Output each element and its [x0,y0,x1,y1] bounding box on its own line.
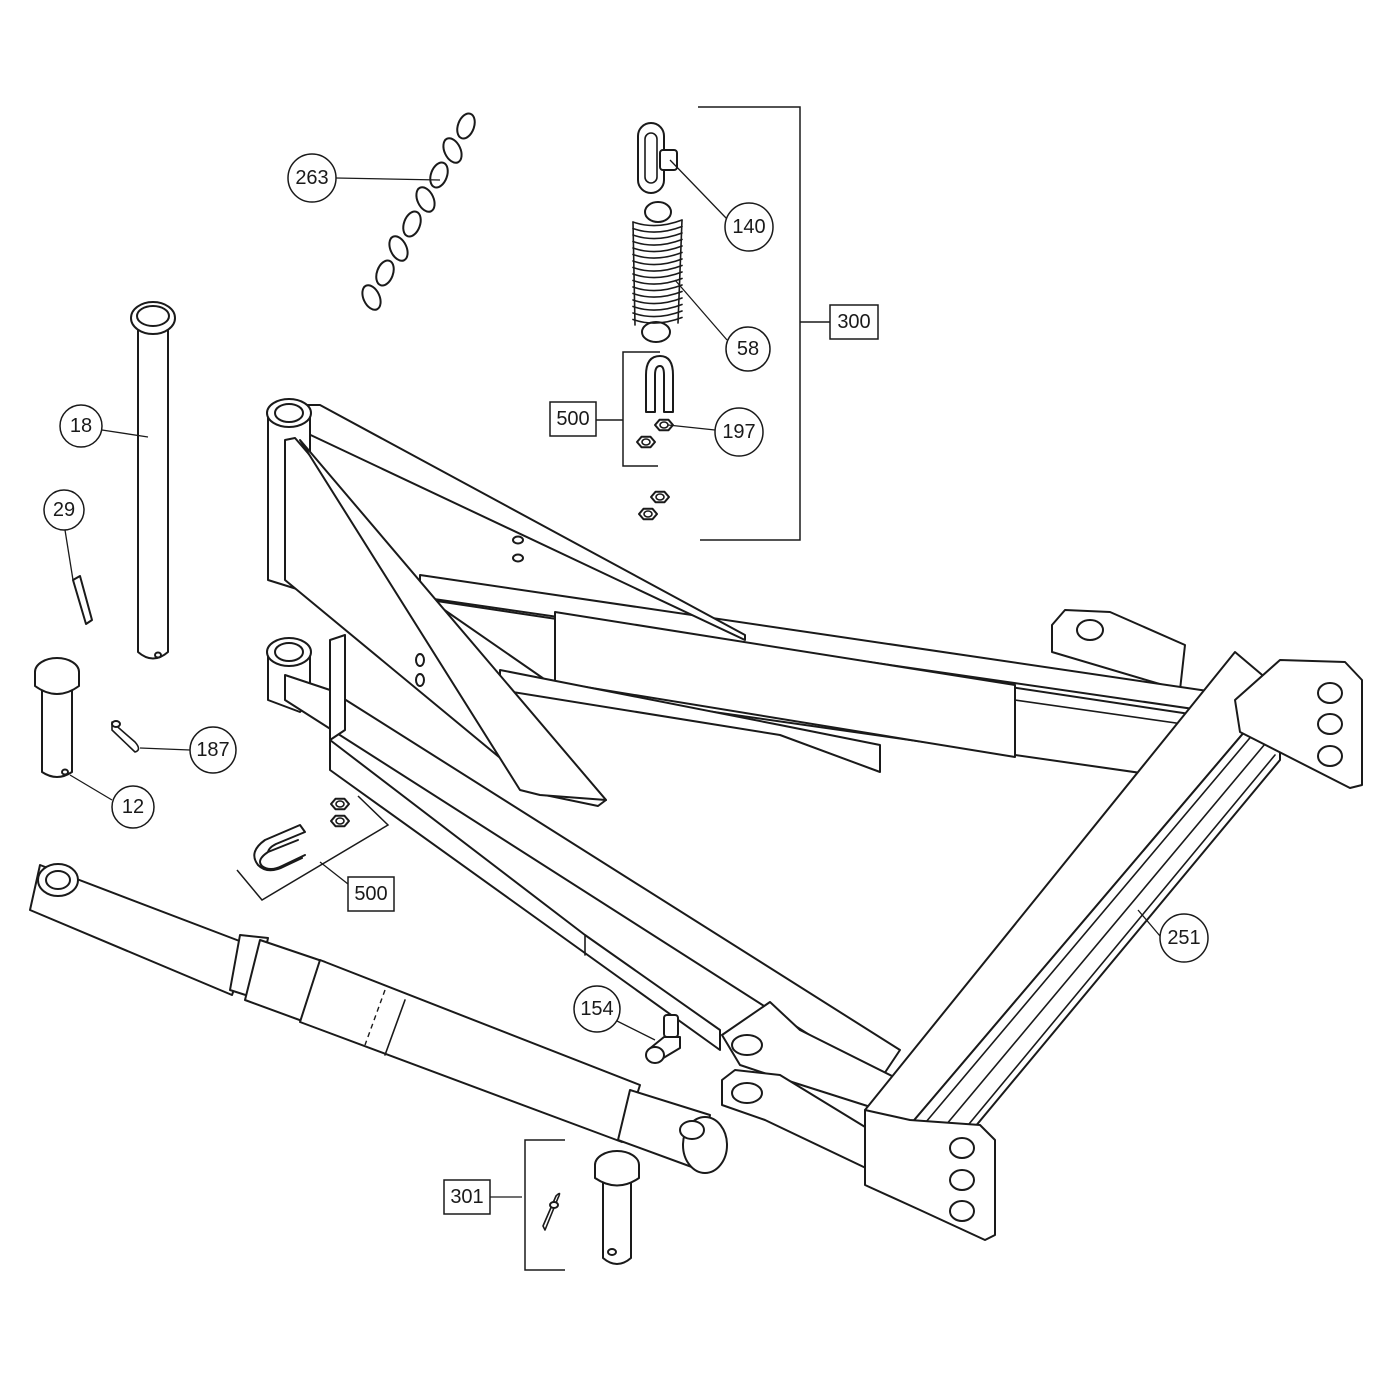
chain-link [361,284,382,311]
hydraulic-cylinder [29,863,728,1174]
spring-coil [632,219,683,227]
roll-pin-part-29 [72,575,93,625]
callout-263: 263 [287,153,337,203]
callout-251: 251 [1159,913,1209,963]
callout-140-label: 140 [732,216,765,238]
spring-coil [632,316,683,324]
callout-300: 300 [829,304,879,340]
grease-fitting-part-154 [645,1014,681,1064]
chain-link [388,235,409,262]
extension-spring-part-58 [632,201,683,343]
leader-lines [64,159,1161,1198]
bracket-500-middle [236,795,390,901]
chain-link [456,112,476,140]
chain-link [375,259,395,287]
spring-coil [632,232,683,240]
callout-500-middle: 500 [347,876,395,912]
callout-300-label: 300 [837,311,870,333]
spring-coil [632,310,683,318]
callout-263-label: 263 [295,167,328,189]
callout-301: 301 [443,1179,491,1215]
u-bolt-part-500-top [645,355,674,413]
spring-coil [632,258,683,266]
callout-154-label: 154 [580,998,613,1020]
chain-link [429,161,449,189]
chain-link [402,210,422,238]
quick-link-part-140 [637,122,678,194]
callout-58-label: 58 [737,338,759,360]
hex-nut [330,814,350,828]
chain-link [415,186,436,213]
hex-nut [638,507,658,521]
bracket-301 [524,1139,565,1271]
hex-nut [654,418,674,432]
callout-500-middle-label: 500 [354,883,387,905]
callout-154: 154 [573,985,621,1033]
hex-nuts-part-197 [330,418,674,828]
chain-part-263 [361,112,476,311]
callout-29: 29 [43,489,85,531]
callout-251-label: 251 [1167,927,1200,949]
hex-nut-hole [655,493,665,501]
callout-197: 197 [714,407,764,457]
spring-coil [632,277,683,285]
callout-58: 58 [725,326,771,372]
callout-18-label: 18 [70,415,92,437]
spring-coil [632,303,683,311]
spring-coil [632,238,683,246]
short-pin-part-12 [34,657,80,778]
callout-500-top: 500 [549,401,597,437]
hex-nut [636,435,656,449]
spring-body [632,219,683,326]
chain-link [442,137,463,164]
a-frame-part-251 [266,398,1363,1241]
spring-coil [632,264,683,272]
spring-coil [632,245,683,253]
callout-187-label: 187 [196,739,229,761]
spring-coil [632,271,683,279]
callout-187: 187 [189,726,237,774]
callout-140: 140 [724,202,774,252]
u-bolt-part-500-middle [253,824,306,872]
cotter-pin-part-187 [111,720,140,753]
pin-and-clip-part-301 [542,1150,640,1265]
hex-nut-hole [335,800,345,808]
spring-coil [632,290,683,298]
long-pin-part-18 [130,301,176,660]
spring-coil [632,225,683,233]
spring-coil [632,297,683,305]
bracket-300 [698,106,830,541]
callout-12-label: 12 [122,796,144,818]
hex-nut-hole [335,817,345,825]
callout-301-label: 301 [450,1186,483,1208]
spring-coil [632,251,683,259]
callout-12: 12 [111,785,155,829]
callout-197-label: 197 [722,421,755,443]
hex-nut-hole [643,510,653,518]
hex-nut [650,490,670,504]
hex-nut [330,797,350,811]
hex-nut-hole [641,438,651,446]
callout-29-label: 29 [53,499,75,521]
spring-coil [632,284,683,292]
callout-500-top-label: 500 [556,408,589,430]
callout-18: 18 [59,404,103,448]
bracket-500-top [596,351,660,467]
